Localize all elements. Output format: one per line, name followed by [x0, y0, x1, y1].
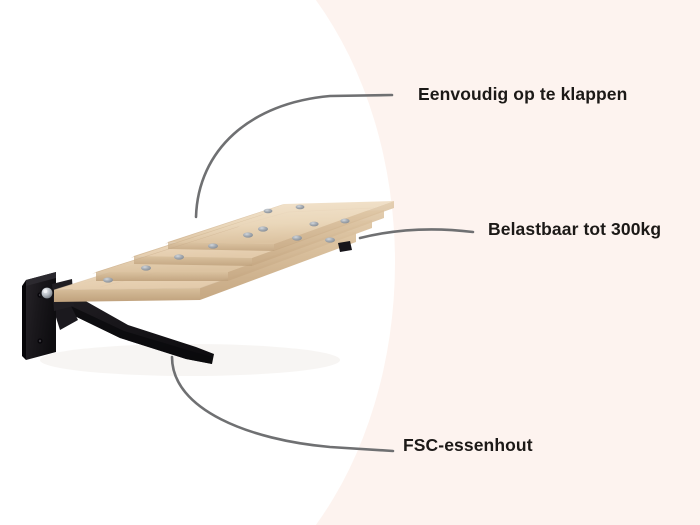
- leader-line-1: [194, 93, 394, 219]
- leader-line-2: [358, 228, 475, 240]
- callout-label-fsc-ash-wood: FSC-essenhout: [403, 435, 533, 455]
- slat-screws: [103, 204, 350, 283]
- callout-label-easy-to-fold: Eenvoudig op te klappen: [418, 84, 628, 104]
- leader-line-3: [170, 355, 395, 453]
- callout-label-load-capacity: Belastbaar tot 300kg: [488, 219, 662, 239]
